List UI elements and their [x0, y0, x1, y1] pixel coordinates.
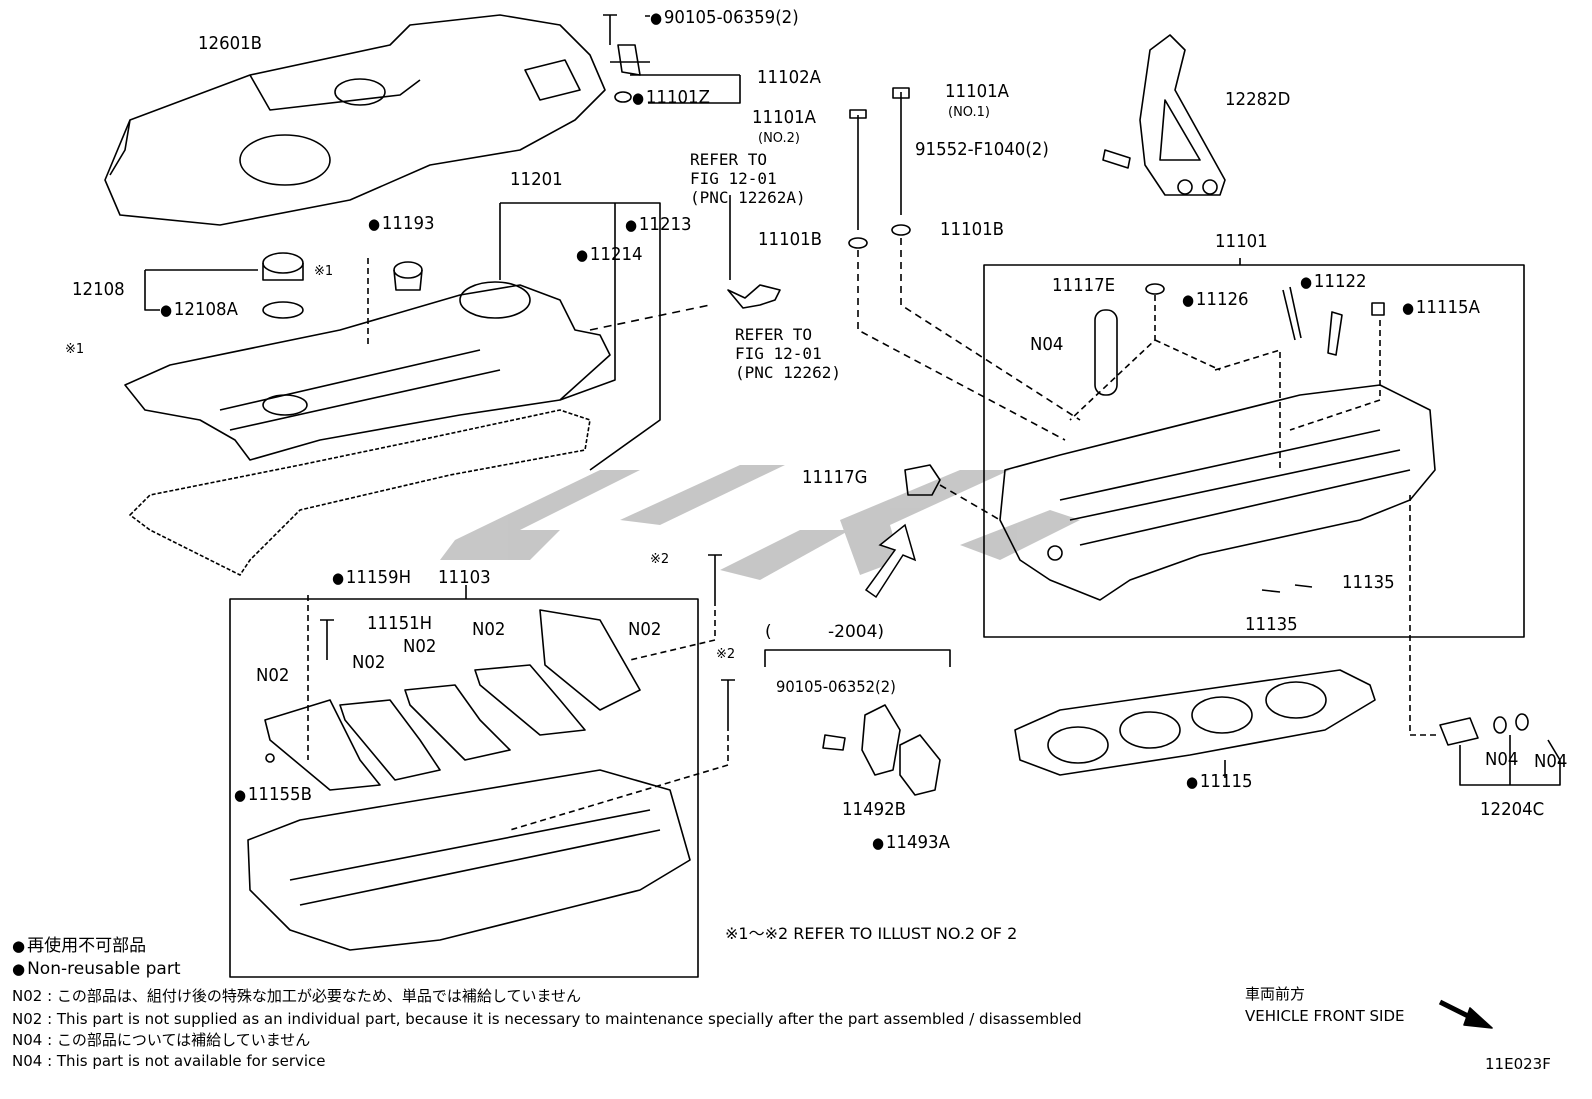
part-90105-06352: 90105-06352(2): [776, 677, 896, 696]
o-ring-11101Z: [614, 91, 632, 103]
part-11101: 11101: [1215, 231, 1268, 252]
cylinder-head-11101: [999, 384, 1436, 601]
note-n02-jp: N02 : この部品は、組付け後の特殊な加工が必要なため、単品では補給していませ…: [12, 987, 582, 1005]
engine-cover-12601B: [104, 14, 606, 226]
part-11101B-right: 11101B: [940, 219, 1005, 240]
watermark-logo: [440, 465, 1080, 580]
n02-c: N02: [403, 636, 437, 657]
vehicle-front-arrow-icon: [1463, 1007, 1493, 1029]
part-12108A: 12108A: [160, 300, 238, 320]
plug-12204C: [1439, 717, 1479, 746]
part-11101Z: 11101Z: [632, 88, 710, 108]
cover-plate-11492B: [861, 704, 901, 776]
part-n04-a: N04: [1485, 749, 1519, 770]
head-cover-gasket-11213: [129, 409, 591, 576]
mark-1-top: ※1: [314, 264, 334, 279]
part-11492B: 11492B: [842, 799, 907, 820]
part-11101A-no2: 11101A: [752, 107, 817, 128]
part-11117G: 11117G: [802, 467, 868, 488]
front-label-jp: 車両前方: [1245, 985, 1306, 1003]
part-11213: 11213: [625, 215, 692, 235]
note-n04-jp: N04 : この部品については補給していません: [12, 1031, 311, 1049]
head-bolt-no2: [849, 109, 867, 230]
camshaft-housing: [247, 769, 691, 951]
head-gasket-11115: [1014, 669, 1376, 776]
part-11159H: 11159H: [332, 568, 411, 588]
engine-hanger-12282D: [1139, 34, 1226, 196]
camshaft-housing-box: [229, 598, 699, 978]
part-91552-F1040: 91552-F1040(2): [915, 139, 1049, 160]
part-n04-head: N04: [1030, 334, 1064, 355]
n02-e: N02: [628, 619, 662, 640]
oil-filler-cap-12108: [262, 252, 304, 274]
part-11122: 11122: [1300, 272, 1367, 292]
head-bolt-no1: [892, 87, 910, 215]
part-11151H: 11151H: [367, 613, 433, 634]
refer-fig-12262: REFER TO FIG 12-01 (PNC 12262): [735, 325, 841, 382]
note-n04-en: N04 : This part is not available for ser…: [12, 1052, 326, 1070]
plug-11117G: [904, 464, 941, 496]
part-11155B: 11155B: [234, 785, 312, 805]
label-no2: (NO.2): [758, 131, 800, 146]
direction-arrow-icon: [864, 523, 917, 599]
part-11214: 11214: [576, 245, 643, 265]
part-11493A: 11493A: [872, 833, 950, 853]
part-11103: 11103: [438, 567, 491, 588]
part-11117E: 11117E: [1052, 275, 1116, 296]
part-12108: 12108: [72, 279, 125, 300]
part-12601B: 12601B: [198, 33, 263, 54]
bearing-caps-n02: [264, 609, 641, 791]
label-no1: (NO.1): [948, 105, 990, 120]
part-11115A: 11115A: [1402, 298, 1480, 318]
n02-a: N02: [256, 665, 290, 686]
part-11193: 11193: [368, 214, 435, 234]
n02-b: N02: [352, 652, 386, 673]
part-11126: 11126: [1182, 290, 1249, 310]
bolt-90105-06359: [603, 14, 617, 45]
pcv-hose: [727, 284, 781, 309]
part-12204C: 12204C: [1480, 799, 1545, 820]
part-11135-b: 11135: [1245, 614, 1298, 635]
illust-reference-note: ※1〜※2 REFER TO ILLUST NO.2 OF 2: [725, 924, 1018, 943]
legend-en: Non-reusable part: [12, 960, 180, 978]
gasket-12108A: [262, 301, 304, 319]
part-11201: 11201: [510, 169, 563, 190]
part-90105-06359: 90105-06359(2): [650, 8, 799, 28]
year-open: (: [765, 622, 772, 642]
year-range: -2004): [828, 622, 885, 642]
plug-11193: [393, 261, 423, 279]
mark-2-b: ※2: [716, 647, 736, 662]
part-11101B-left: 11101B: [758, 229, 823, 250]
part-12282D: 12282D: [1225, 89, 1291, 110]
front-label-en: VEHICLE FRONT SIDE: [1245, 1007, 1405, 1025]
part-11101A-no1: 11101A: [945, 81, 1010, 102]
refer-fig-12262A: REFER TO FIG 12-01 (PNC 12262A): [690, 150, 806, 207]
legend-jp: 再使用不可部品: [12, 937, 146, 955]
mark-2-a: ※2: [650, 552, 670, 567]
cylinder-head-box: [983, 264, 1525, 638]
n02-d: N02: [472, 619, 506, 640]
gasket-11493A: [899, 734, 941, 796]
figure-code: 11E023F: [1485, 1055, 1551, 1073]
mark-1-left: ※1: [65, 342, 85, 357]
note-n02-en: N02 : This part is not supplied as an in…: [12, 1010, 1082, 1028]
n04-plug: [1094, 309, 1118, 396]
part-11115: 11115: [1186, 772, 1253, 792]
part-11102A: 11102A: [757, 67, 822, 88]
part-11135-a: 11135: [1342, 572, 1395, 593]
cylinder-head-cover-11201: [124, 281, 611, 461]
bolt-90105-06352: [822, 734, 846, 751]
cam-sensor-11102A: [610, 44, 650, 76]
part-n04-b: N04: [1534, 751, 1568, 772]
